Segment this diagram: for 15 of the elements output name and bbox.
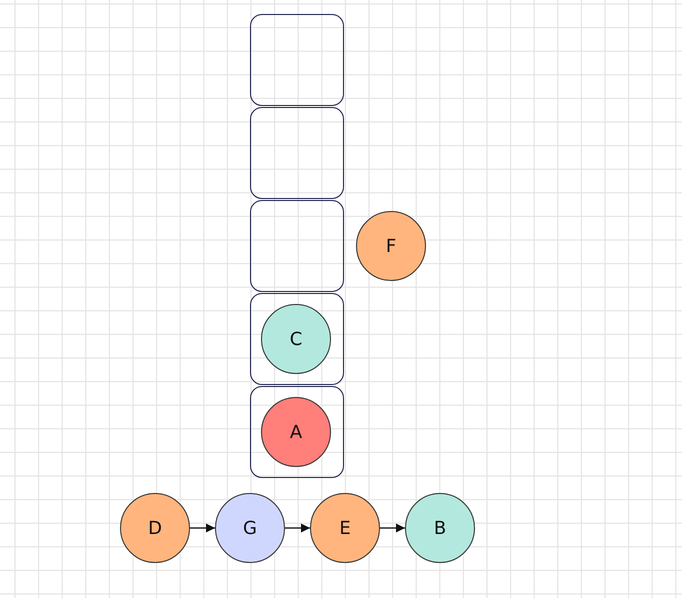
node-label: E xyxy=(339,518,351,538)
arrow xyxy=(285,524,310,532)
node-label: G xyxy=(243,518,257,538)
rounded-box xyxy=(250,386,344,478)
node-label: D xyxy=(148,518,162,538)
node-label: C xyxy=(290,328,302,350)
rounded-box xyxy=(250,107,344,199)
arrow xyxy=(380,524,405,532)
rounded-box xyxy=(250,14,344,106)
node-label: A xyxy=(290,422,302,442)
node-label: B xyxy=(434,518,446,538)
rounded-box xyxy=(250,200,344,292)
arrow xyxy=(190,524,215,532)
rounded-box xyxy=(250,293,344,385)
node-label: F xyxy=(386,236,396,256)
